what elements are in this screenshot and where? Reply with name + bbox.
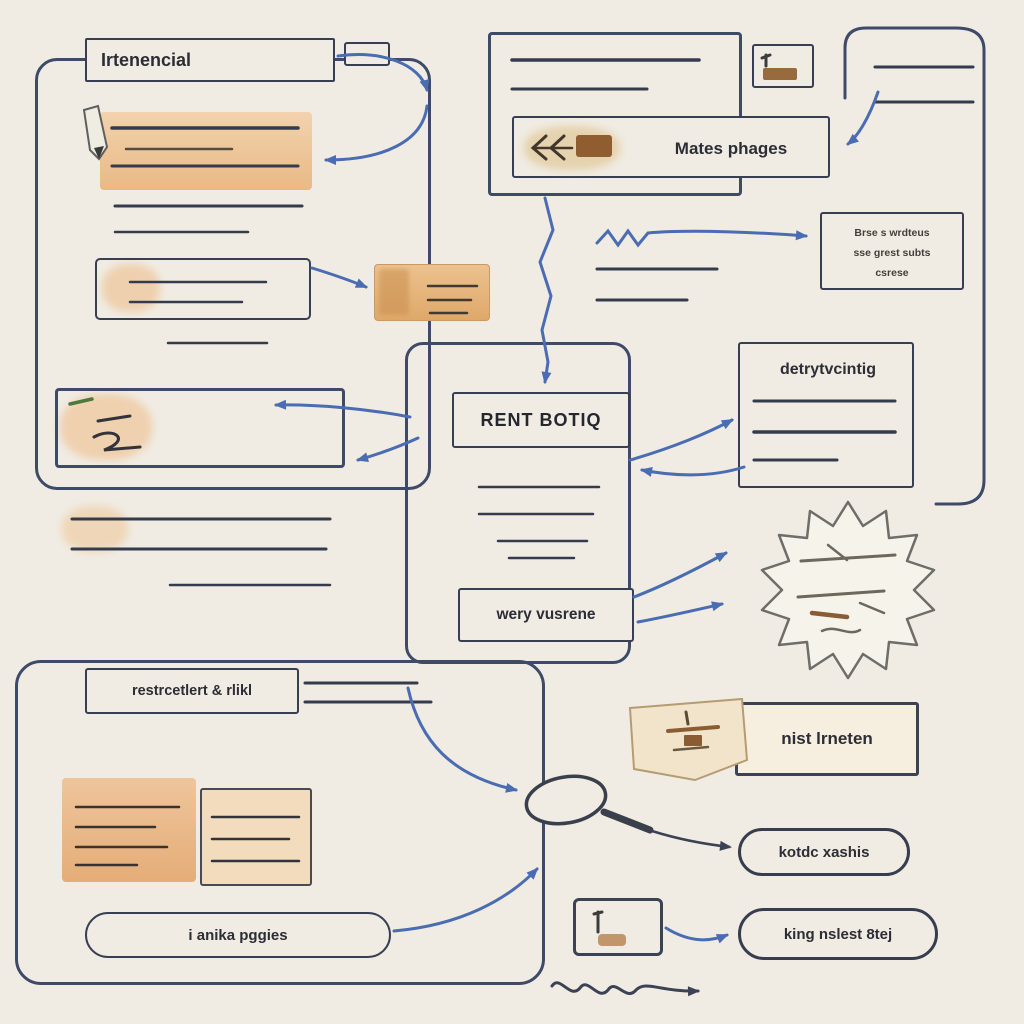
left-tag-label: restrcetlert & rlikl — [131, 683, 253, 699]
note-card-shade — [379, 269, 409, 315]
small-icon-box-top-right — [752, 44, 814, 88]
shield-icon — [628, 697, 749, 782]
note-line-1: Brse s wrdteus — [854, 227, 930, 239]
peach-card-right — [200, 788, 312, 886]
right-tag-box: nist lrneten — [735, 702, 919, 776]
arrow-sub-to-starburst-2 — [636, 601, 724, 624]
top-left-label-box: Irtenencial — [85, 38, 335, 82]
wery-vusrene-label: wery vusrene — [496, 606, 596, 623]
wery-vusrene-box: wery vusrene — [458, 588, 634, 642]
arrow-detail-to-center — [640, 465, 746, 477]
arrow-sub-to-starburst — [632, 551, 728, 599]
detail-box-label: detrytvcintig — [779, 361, 876, 378]
checklist-box — [55, 388, 345, 468]
starburst-badge — [760, 500, 936, 680]
king-label: king nslest 8tej — [783, 925, 893, 943]
peach-smudge — [102, 264, 160, 312]
arrow-center-to-detail — [628, 418, 734, 462]
small-icon-box-bottom — [573, 898, 663, 956]
rent-botiq-title-box: RENT BOTIQ — [452, 392, 630, 448]
peach-smudge — [62, 506, 128, 552]
bottom-tag-label: i anika pggies — [188, 926, 288, 944]
king-pill: king nslest 8tej — [738, 908, 938, 960]
bottom-squiggle-connector — [550, 981, 700, 997]
kotdc-label: kotdc xashis — [778, 843, 870, 861]
document-card — [100, 112, 312, 190]
arrow-right-to-mates — [846, 90, 880, 146]
detail-box-title: detrytvcintig — [740, 350, 916, 390]
note-line-3: csrese — [875, 267, 909, 279]
mates-phages-box: Mates phages — [512, 116, 830, 178]
rent-botiq-label: RENT BOTIQ — [480, 409, 602, 430]
small-note-card — [374, 264, 490, 321]
peach-card-left — [62, 778, 196, 882]
note-box: Brse s wrdteus sse grest subts csrese — [820, 212, 964, 290]
arrow-squiggle-to-note — [595, 228, 808, 248]
bottom-tag-pill: i anika pggies — [85, 912, 391, 958]
detail-box: detrytvcintig — [738, 342, 914, 488]
kotdc-pill: kotdc xashis — [738, 828, 910, 876]
top-left-label-text: Irtenencial — [101, 49, 192, 70]
arrow-iconbox-to-king — [664, 926, 729, 944]
top-center-panel — [488, 32, 742, 196]
connector-magnifier-to-kotdc — [651, 829, 732, 851]
mates-phages-label: Mates phages — [674, 139, 788, 158]
top-tab — [344, 42, 390, 66]
mates-phages-text: Mates phages — [636, 118, 826, 180]
tan-smudge — [524, 126, 620, 170]
list-card — [95, 258, 311, 320]
right-tag-label: nist lrneten — [781, 729, 873, 748]
left-tag-box: restrcetlert & rlikl — [85, 668, 299, 714]
note-line-2: sse grest subts — [853, 247, 931, 259]
